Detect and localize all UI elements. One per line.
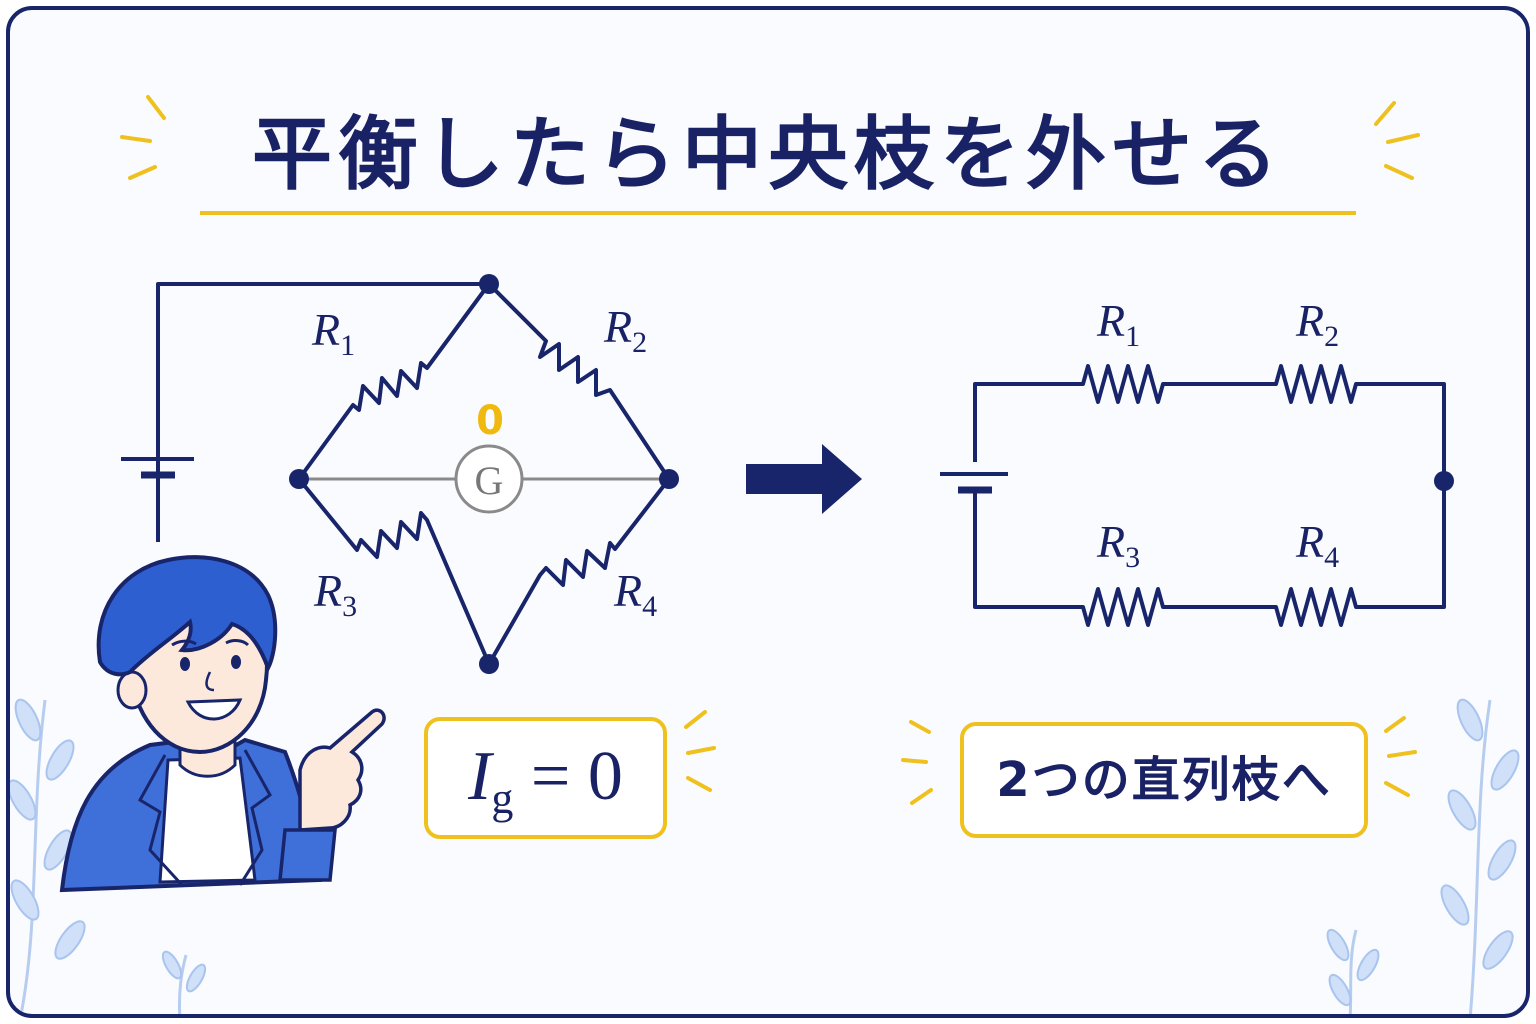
page-title: 平衡したら中央枝を外せる — [252, 108, 1284, 201]
label-bridge-r1: R1 — [311, 304, 355, 362]
sparkle-series-left-icon — [901, 720, 933, 805]
wheatstone-bridge — [121, 274, 679, 674]
resistor-r2 — [487, 282, 671, 481]
resistor-r1 — [297, 282, 491, 481]
teacher-character — [59, 555, 386, 893]
ig-equation-box: Ig = 0 — [424, 717, 667, 839]
resistor-r4 — [487, 477, 671, 665]
sparkle-series-right-icon — [1384, 716, 1417, 797]
node-bottom — [479, 654, 499, 674]
ig-symbol: I — [468, 738, 492, 815]
galvanometer-icon — [454, 444, 524, 514]
label-bridge-r3: R3 — [313, 565, 357, 623]
bridge-supply-wire — [156, 282, 489, 542]
title-decoration — [120, 95, 1420, 215]
character-pointing-hand — [298, 708, 386, 832]
card-frame: 平衡したら中央枝を外せる — [6, 6, 1530, 1018]
ig-equals-zero: = 0 — [513, 738, 623, 815]
node-right — [659, 469, 679, 489]
node-top — [479, 274, 499, 294]
series-node-right — [1434, 471, 1454, 491]
label-series-r2: R2 — [1295, 295, 1339, 353]
label-series-r4: R4 — [1295, 516, 1339, 574]
label-series-r1: R1 — [1096, 295, 1140, 353]
sparkle-right-icon — [1374, 101, 1420, 180]
galvanometer-label: G — [475, 458, 504, 503]
ig-subscript: g — [491, 774, 514, 823]
sparkle-ig-icon — [684, 710, 716, 792]
transform-arrow-icon — [746, 444, 862, 514]
leaf-decoration-left — [10, 698, 207, 1014]
label-series-r3: R3 — [1096, 516, 1140, 574]
sparkle-left-icon — [120, 95, 166, 180]
character-hair — [96, 555, 278, 677]
label-bridge-r4: R4 — [613, 565, 657, 623]
series-loop-wire — [973, 364, 1446, 627]
label-bridge-r2: R2 — [603, 301, 647, 359]
series-circuit — [940, 364, 1454, 627]
galvanometer-reading: 0 — [476, 398, 504, 444]
resistor-r3 — [297, 477, 491, 665]
diagram-canvas: G 0 R1 R2 R3 R4 R1 R2 R3 R4 — [10, 95, 1520, 1014]
series-branch-box: 2つの直列枝へ — [960, 722, 1368, 838]
leaf-decoration-right — [1326, 698, 1520, 1014]
node-left — [289, 469, 309, 489]
